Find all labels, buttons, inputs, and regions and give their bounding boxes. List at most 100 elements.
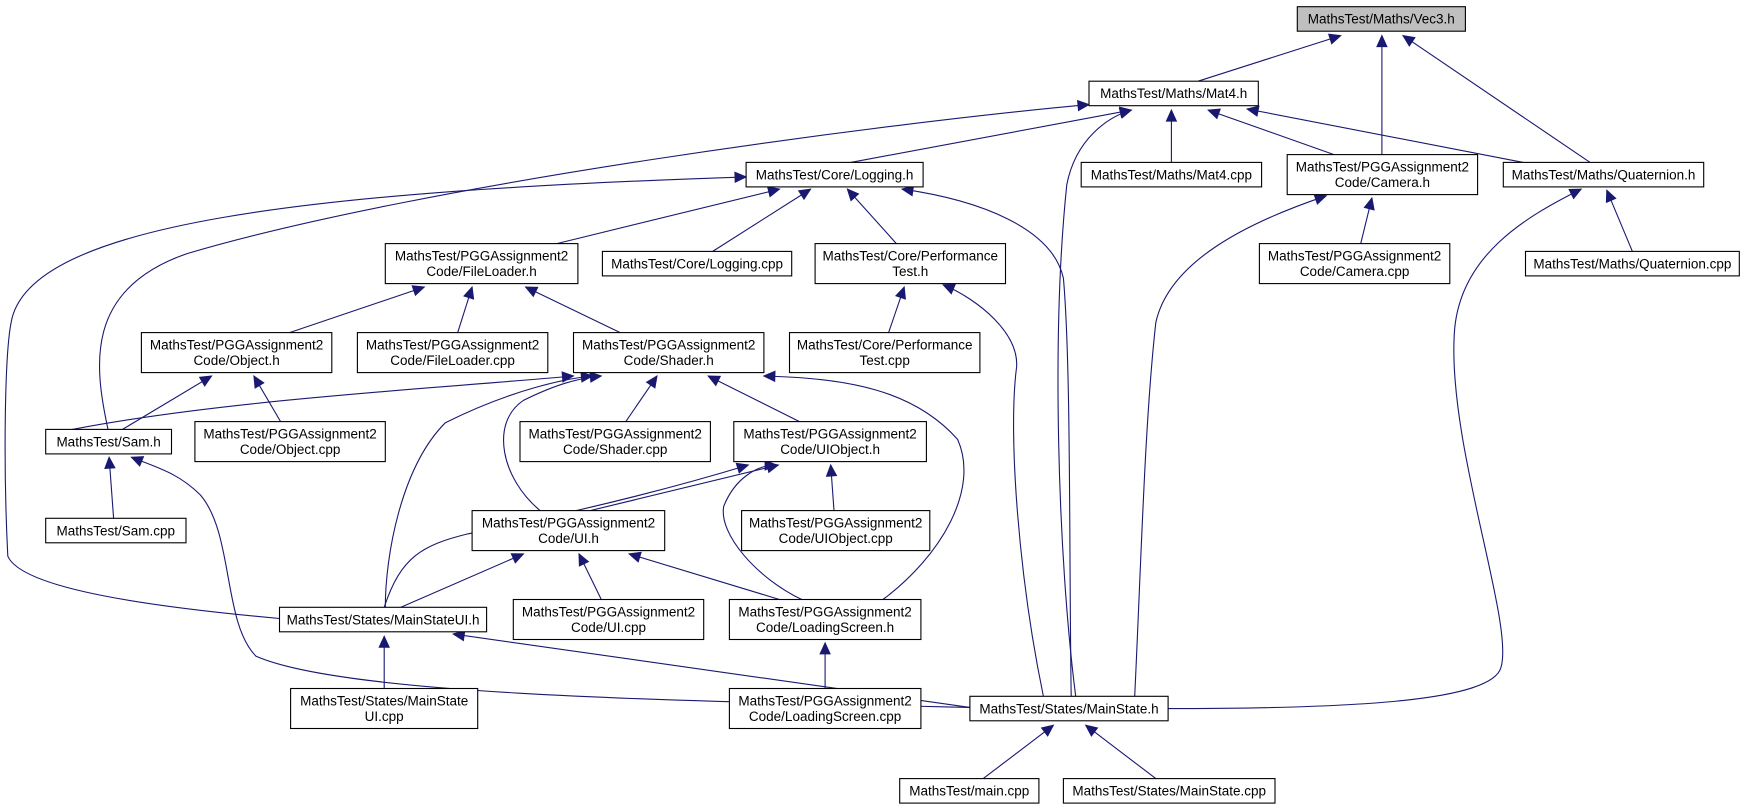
arrowhead-icon	[735, 462, 750, 474]
node-label: MathsTest/States/MainState.h	[979, 701, 1158, 716]
edge-line	[384, 375, 593, 608]
node-box	[1286, 154, 1479, 196]
node-maincpp[interactable]: MathsTest/main.cpp	[899, 778, 1040, 804]
edge-loading-to-uiobject	[722, 459, 802, 600]
edge-line	[1208, 109, 1335, 156]
node-loading[interactable]: MathsTest/PGGAssignment2Code/LoadingScre…	[728, 598, 922, 641]
node-box	[1062, 778, 1276, 804]
node-label: MathsTest/Core/Performance	[823, 249, 999, 264]
node-box	[741, 510, 931, 552]
arrowhead-icon	[707, 375, 722, 387]
edge-logging-to-mat4	[850, 106, 1133, 163]
node-fileloader[interactable]: MathsTest/PGGAssignment2Code/FileLoader.…	[384, 243, 579, 285]
edge-ui-to-uiobject	[590, 462, 780, 512]
edge-shader-to-fileloader	[524, 286, 621, 334]
arrowhead-icon	[766, 186, 781, 198]
node-label: MathsTest/PGGAssignment2	[482, 516, 655, 531]
node-label: MathsTest/Maths/Mat4.cpp	[1091, 167, 1252, 182]
node-box	[572, 332, 765, 374]
node-vec3[interactable]: MathsTest/Maths/Vec3.h	[1296, 6, 1466, 32]
node-box	[519, 421, 711, 463]
node-label: MathsTest/PGGAssignment2	[743, 427, 916, 442]
node-box	[1296, 6, 1466, 32]
node-mainstateui[interactable]: MathsTest/States/MainStateUI.h	[278, 606, 488, 633]
node-label: Test.cpp	[860, 353, 910, 368]
node-label: MathsTest/States/MainStateUI.h	[287, 612, 480, 627]
node-logging[interactable]: MathsTest/Core/Logging.h	[745, 161, 924, 188]
node-label: MathsTest/PGGAssignment2	[522, 605, 695, 620]
node-uiobjectcpp[interactable]: MathsTest/PGGAssignment2Code/UIObject.cp…	[741, 510, 931, 552]
node-mainstatecpp[interactable]: MathsTest/States/MainState.cpp	[1062, 778, 1276, 804]
node-sam[interactable]: MathsTest/Sam.h	[45, 428, 173, 455]
node-box	[1524, 250, 1740, 277]
node-quatcpp[interactable]: MathsTest/Maths/Quaternion.cpp	[1524, 250, 1740, 277]
node-mat4cpp[interactable]: MathsTest/Maths/Mat4.cpp	[1080, 161, 1263, 188]
node-quat[interactable]: MathsTest/Maths/Quaternion.h	[1502, 161, 1705, 188]
node-box	[1258, 243, 1451, 285]
node-label: Code/Camera.cpp	[1300, 264, 1410, 279]
edge-perf-to-logging	[846, 188, 897, 244]
node-label: Code/Object.h	[193, 353, 279, 368]
edge-camera-to-mat4	[1207, 108, 1335, 156]
edge-uiobject-to-shader	[707, 375, 800, 423]
node-loggingcpp[interactable]: MathsTest/Core/Logging.cpp	[601, 250, 793, 277]
node-label: Test.h	[892, 264, 928, 279]
arrowhead-icon	[463, 285, 475, 300]
arrowhead-icon	[1084, 724, 1099, 737]
edge-line	[1246, 108, 1524, 163]
node-mat4[interactable]: MathsTest/Maths/Mat4.h	[1088, 80, 1259, 107]
node-box	[745, 161, 924, 188]
edge-line	[901, 188, 1072, 697]
arrowhead-icon	[1327, 33, 1342, 45]
edge-line	[1134, 195, 1327, 697]
arrowhead-icon	[524, 286, 539, 298]
node-label: MathsTest/PGGAssignment2	[150, 338, 323, 353]
edge-line	[763, 375, 965, 600]
arrowhead-icon	[895, 285, 906, 300]
node-box	[384, 243, 579, 285]
node-label: Code/UIObject.cpp	[779, 531, 893, 546]
node-box	[899, 778, 1040, 804]
edge-line	[72, 375, 574, 430]
edge-line	[722, 464, 802, 600]
edge-mainstate-to-quat	[1168, 188, 1583, 710]
edge-line	[982, 724, 1054, 780]
node-box	[733, 421, 927, 463]
node-label: Code/Camera.h	[1335, 175, 1430, 190]
arrowhead-icon	[198, 375, 213, 387]
node-box	[969, 695, 1169, 722]
node-label: MathsTest/Core/Performance	[797, 338, 973, 353]
edge-mat4cpp-to-mat4	[1165, 108, 1178, 163]
node-fileloadercpp[interactable]: MathsTest/PGGAssignment2Code/FileLoader.…	[356, 332, 549, 374]
node-label: MathsTest/PGGAssignment2	[1296, 160, 1469, 175]
edge-line	[707, 375, 800, 423]
node-label: MathsTest/Maths/Mat4.h	[1100, 86, 1247, 101]
node-mainstateuicpp[interactable]: MathsTest/States/MainStateUI.cpp	[290, 687, 479, 730]
arrowhead-icon	[1118, 107, 1133, 119]
node-mainstate[interactable]: MathsTest/States/MainState.h	[969, 695, 1169, 722]
arrowhead-icon	[645, 375, 658, 389]
node-box	[194, 421, 386, 463]
node-box	[728, 687, 922, 730]
node-loadingcpp[interactable]: MathsTest/PGGAssignment2Code/LoadingScre…	[728, 687, 922, 730]
edge-quat-to-mat4	[1245, 105, 1524, 163]
edge-fileloader-to-logging	[556, 186, 781, 245]
node-box	[512, 598, 705, 641]
node-samcpp[interactable]: MathsTest/Sam.cpp	[45, 517, 187, 544]
node-label: Code/Shader.cpp	[563, 442, 667, 457]
node-label: MathsTest/PGGAssignment2	[203, 427, 376, 442]
edge-sam-to-object	[122, 375, 213, 430]
arrowhead-icon	[510, 553, 525, 564]
arrowhead-icon	[762, 370, 776, 383]
